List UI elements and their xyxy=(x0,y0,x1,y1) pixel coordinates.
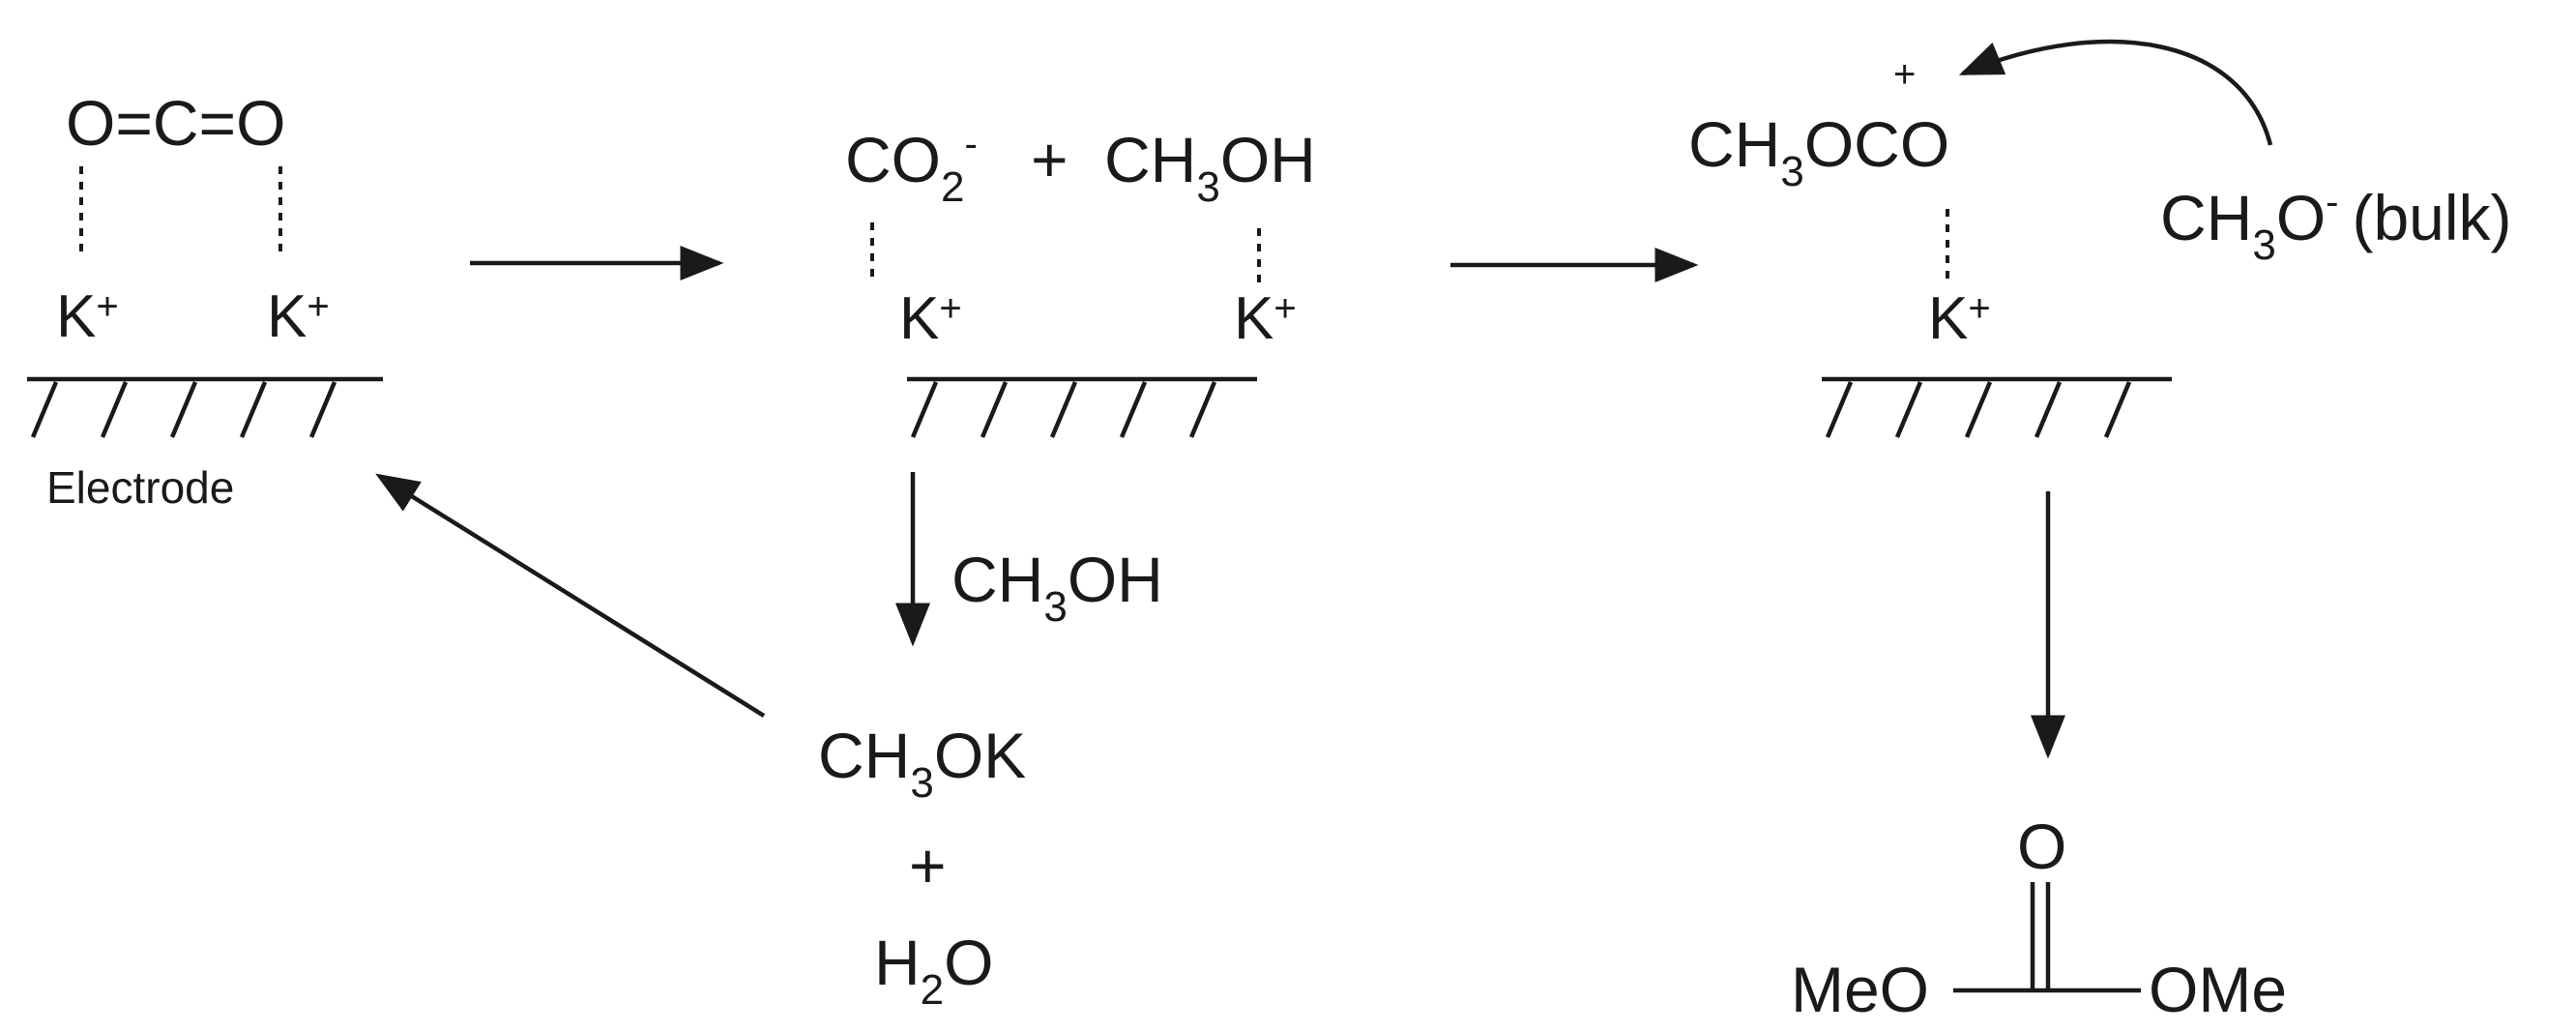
bulk-methoxide: CH3O-(bulk) xyxy=(2160,181,2512,269)
methoxy-right: OMe xyxy=(2149,954,2287,1025)
potassium-cation-right: K+ xyxy=(267,283,330,350)
regeneration-arrow xyxy=(375,473,766,718)
carbonyl-oxygen: O xyxy=(2017,811,2066,882)
electrode-surface xyxy=(27,376,383,438)
plus-sign: + xyxy=(909,830,947,901)
plus-sign: + xyxy=(1031,124,1068,195)
potassium-cation: K+ xyxy=(1928,285,1991,352)
methanol: CH3OH xyxy=(1104,124,1316,211)
cation-charge: + xyxy=(1893,53,1916,96)
nucleophilic-attack-arrow xyxy=(1958,39,2273,146)
potassium-cation-left: K+ xyxy=(899,285,962,352)
methoxy-left: MeO xyxy=(1791,954,1929,1025)
potassium-cation-right: K+ xyxy=(1234,285,1297,352)
co2-molecule: O=C=O xyxy=(66,87,285,159)
electrode-surface xyxy=(1822,376,2172,438)
co2-radical-anion: CO2- xyxy=(845,123,978,211)
step2-group: CO2- + CH3OH K+ K+ xyxy=(845,123,1316,438)
methanol-reagent: CH3OH xyxy=(951,544,1163,631)
step1-group: O=C=O K+ K+ Electrode xyxy=(27,87,383,513)
potassium-methoxide: CH3OK xyxy=(818,720,1026,807)
water: H2O xyxy=(874,927,994,1014)
methoxycarbonyl-intermediate: CH3OCO xyxy=(1688,108,1949,195)
electrode-label: Electrode xyxy=(46,462,234,513)
dimethyl-carbonate-product: O MeO OMe xyxy=(1791,811,2287,1025)
step3-group: CH3OCO + K+ CH3O-(bulk) xyxy=(1688,39,2512,438)
byproducts-group: CH3OK + H2O xyxy=(818,720,1026,1014)
electrode-surface xyxy=(907,376,1257,438)
potassium-cation-left: K+ xyxy=(56,283,119,350)
